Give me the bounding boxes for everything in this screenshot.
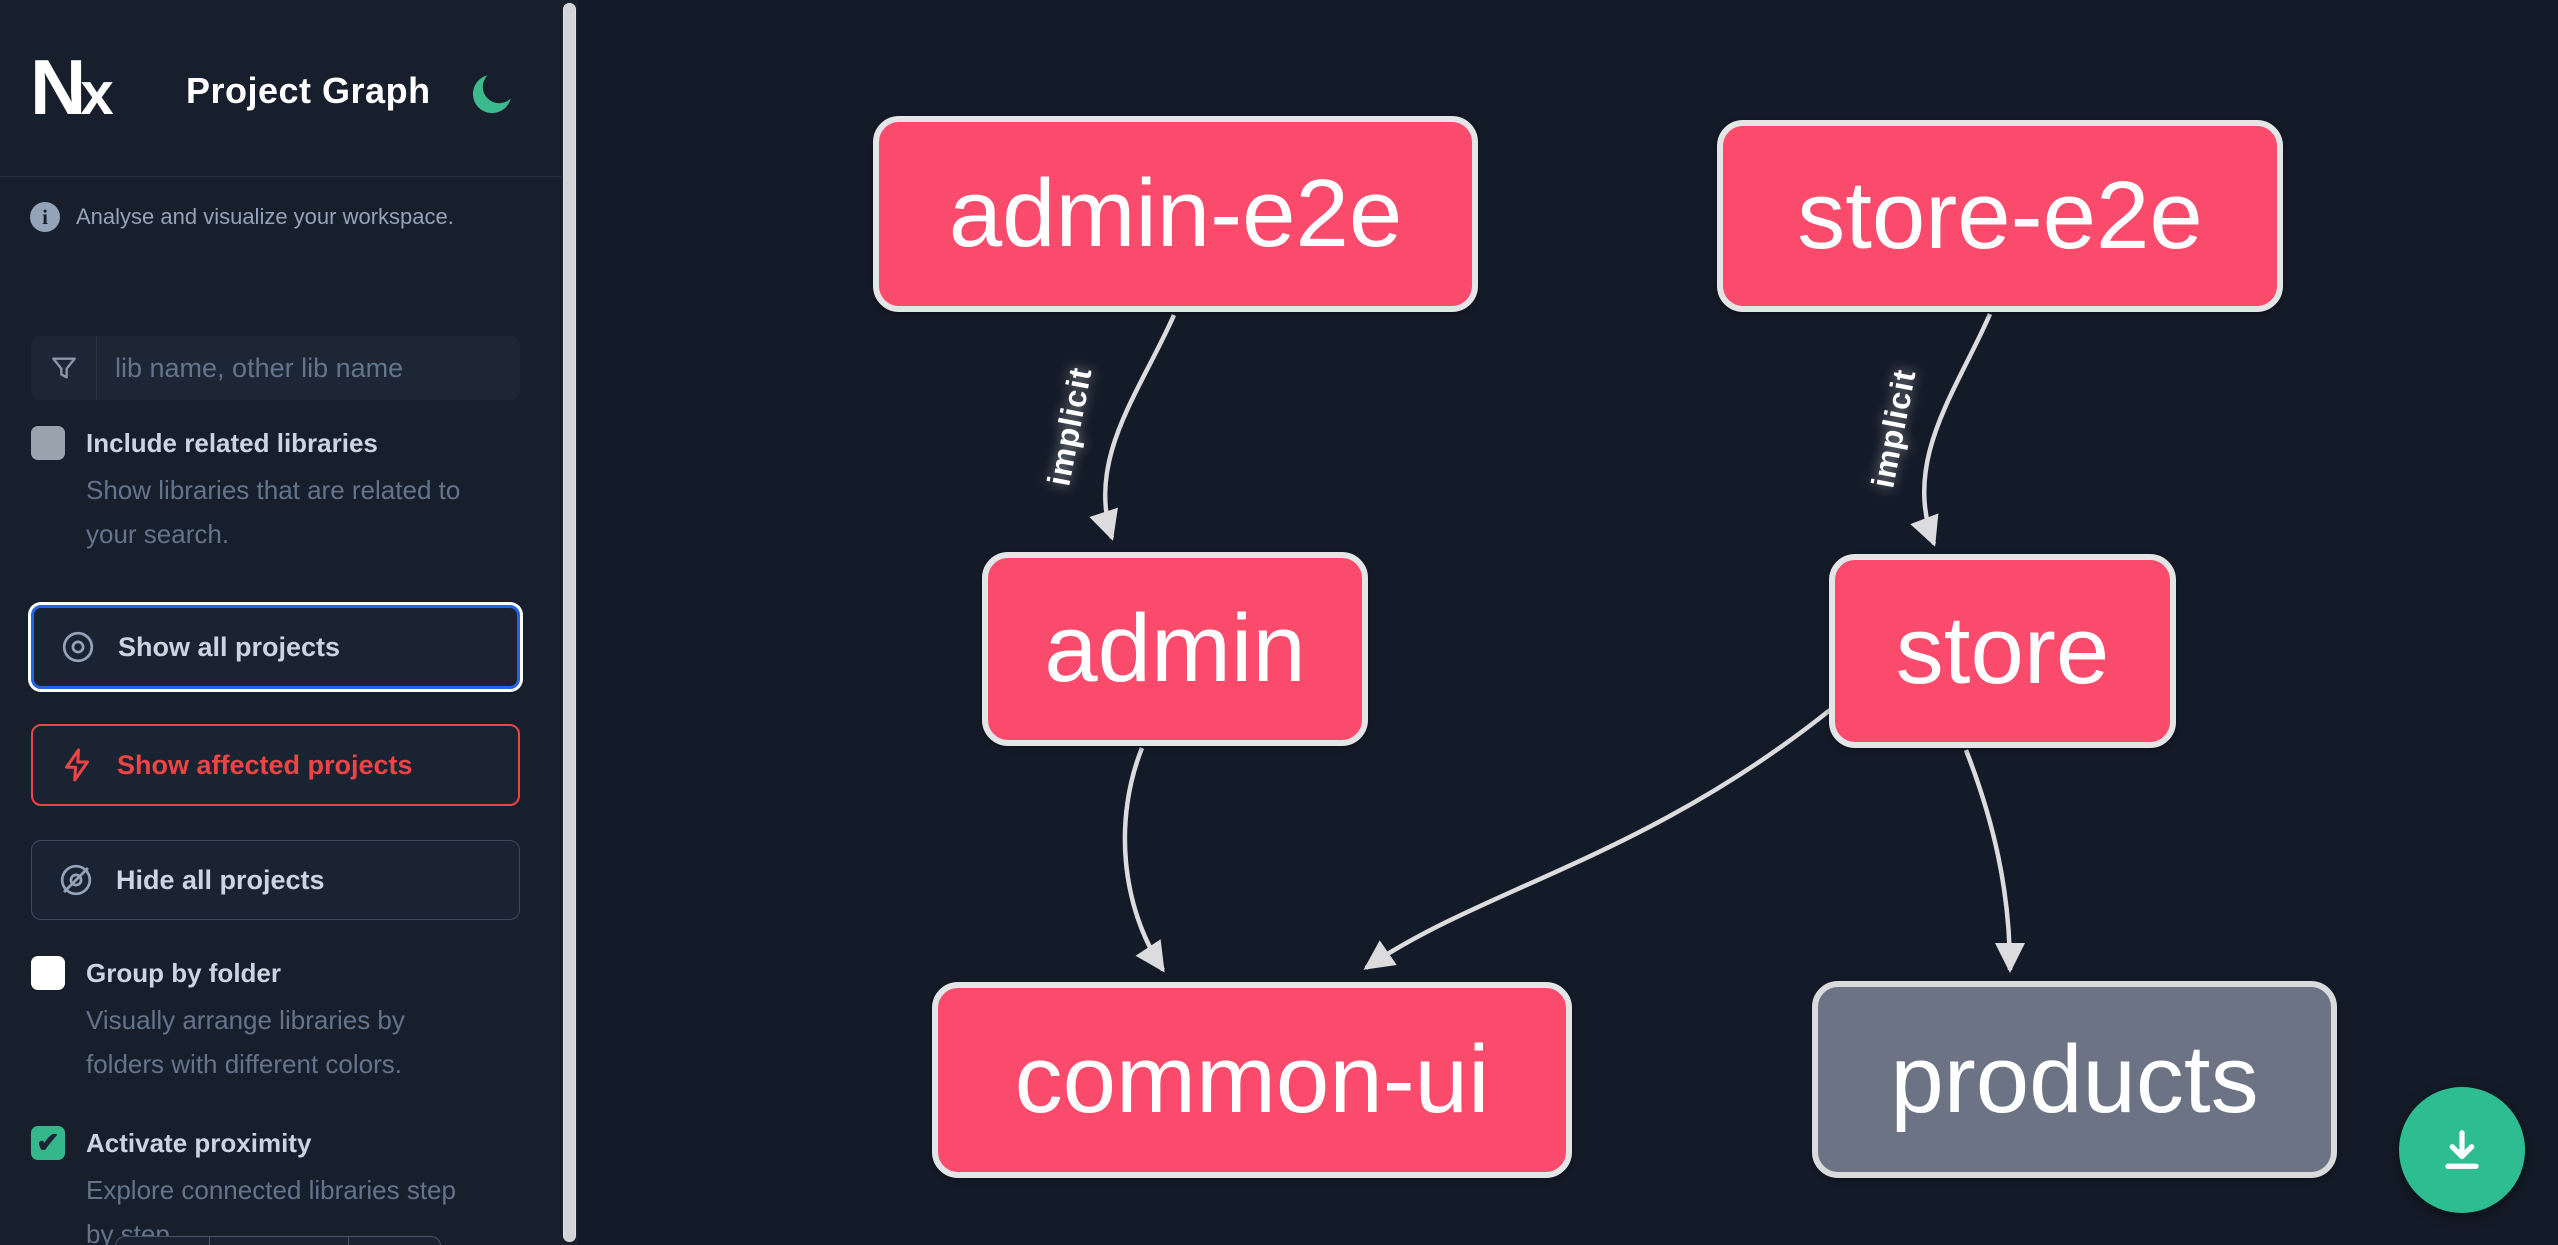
show-all-projects-label: Show all projects — [118, 631, 341, 662]
node-label: store — [1895, 597, 2110, 704]
project-node-store[interactable]: store — [1829, 554, 2176, 748]
segment-3[interactable] — [349, 1237, 440, 1245]
show-affected-projects-label: Show affected projects — [117, 749, 413, 780]
workspace-tagline: i Analyse and visualize your workspace. — [30, 200, 550, 234]
project-node-store-e2e[interactable]: store-e2e — [1717, 120, 2283, 312]
group-by-folder-label: Group by folder — [86, 958, 281, 988]
project-node-products[interactable]: products — [1812, 981, 2337, 1178]
group-by-folder-description: Visually arrange libraries by folders wi… — [86, 1005, 405, 1079]
show-all-projects-button[interactable]: Show all projects — [31, 605, 520, 689]
sidebar-scrollbar[interactable] — [561, 0, 578, 1245]
sidebar: Nx Project Graph i Analyse and visualize… — [0, 0, 561, 1245]
include-related-label: Include related libraries — [86, 428, 378, 458]
filter-funnel-icon — [31, 336, 97, 400]
activate-proximity-option: Activate proximity Explore connected lib… — [31, 1124, 531, 1245]
include-related-option: Include related libraries Show libraries… — [31, 424, 531, 556]
page-title: Project Graph — [186, 70, 431, 111]
include-related-description: Show libraries that are related to your … — [86, 475, 461, 549]
project-node-common-ui[interactable]: common-ui — [932, 982, 1572, 1178]
hide-all-projects-label: Hide all projects — [116, 864, 325, 895]
include-related-checkbox[interactable] — [31, 426, 65, 460]
segment-1[interactable] — [116, 1237, 211, 1245]
activate-proximity-checkbox[interactable] — [31, 1126, 65, 1160]
proximity-depth-control-partial[interactable] — [115, 1236, 441, 1245]
library-filter — [31, 336, 520, 400]
download-icon — [2445, 1130, 2479, 1169]
node-label: store-e2e — [1797, 162, 2203, 269]
tagline-text: Analyse and visualize your workspace. — [76, 204, 454, 229]
lightning-bolt-icon — [65, 748, 89, 782]
hide-all-projects-button[interactable]: Hide all projects — [31, 840, 520, 920]
download-graph-button[interactable] — [2399, 1087, 2525, 1213]
info-icon: i — [30, 202, 60, 232]
search-input[interactable] — [97, 336, 520, 400]
project-node-admin[interactable]: admin — [982, 552, 1368, 746]
eye-icon — [62, 631, 94, 663]
project-node-admin-e2e[interactable]: admin-e2e — [873, 116, 1478, 312]
group-by-folder-checkbox[interactable] — [31, 956, 65, 990]
sidebar-header: Nx Project Graph — [0, 0, 561, 177]
node-label: common-ui — [1014, 1026, 1490, 1133]
segment-2[interactable] — [210, 1237, 349, 1245]
eye-off-icon — [60, 864, 92, 896]
theme-toggle-moon-icon[interactable] — [468, 68, 518, 118]
node-label: admin-e2e — [948, 160, 1403, 267]
node-label: admin — [1044, 595, 1306, 702]
scrollbar-thumb[interactable] — [563, 3, 576, 1242]
nx-logo: Nx — [30, 43, 114, 131]
activate-proximity-label: Activate proximity — [86, 1128, 312, 1158]
group-by-folder-option: Group by folder Visually arrange librari… — [31, 954, 531, 1086]
show-affected-projects-button[interactable]: Show affected projects — [31, 724, 520, 806]
activate-proximity-description: Explore connected libraries step by step… — [86, 1175, 456, 1245]
node-label: products — [1890, 1025, 2259, 1133]
